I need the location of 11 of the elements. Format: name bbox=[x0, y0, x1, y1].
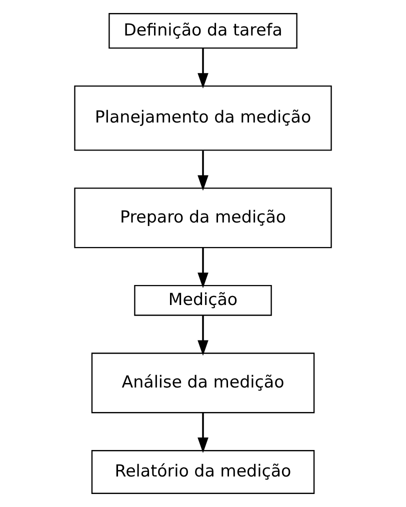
node-box: Medição bbox=[134, 284, 272, 316]
arrow bbox=[198, 413, 208, 453]
node-box: Preparo da medição bbox=[74, 188, 332, 248]
node-box: Planejamento da medição bbox=[74, 85, 332, 151]
arrow bbox=[198, 316, 208, 356]
node-box: Definição da tarefa bbox=[108, 13, 298, 49]
node-box: Relatório da medição bbox=[91, 450, 315, 494]
arrow bbox=[198, 248, 208, 288]
arrow bbox=[198, 48, 208, 89]
arrow bbox=[198, 150, 208, 191]
node-box: Análise da medição bbox=[91, 352, 315, 414]
